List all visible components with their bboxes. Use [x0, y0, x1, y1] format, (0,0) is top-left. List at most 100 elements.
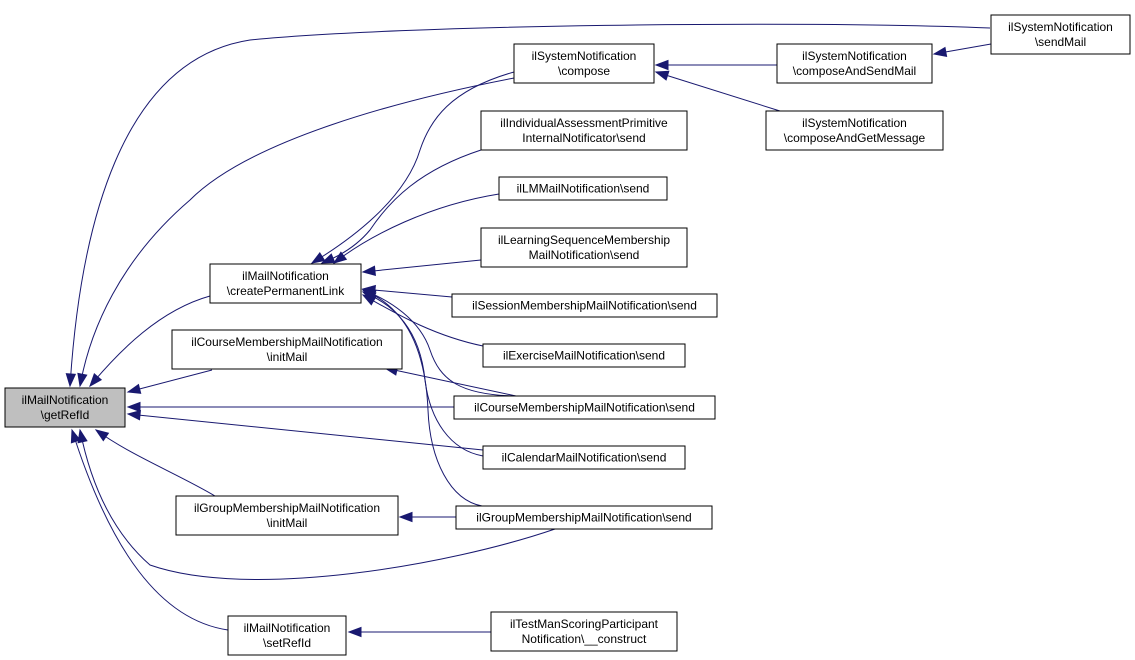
nodes-layer: ilMailNotification\getRefIdilMailNotific… [4, 14, 1131, 656]
node-box [990, 14, 1131, 55]
node-label-line: \composeAndSendMail [793, 64, 916, 78]
edge-sysSendMail-to-getRefId [65, 23, 991, 388]
node-box [480, 110, 688, 151]
node-box [498, 176, 668, 201]
node-courseInitMail[interactable]: ilCourseMembershipMailNotification\initM… [171, 329, 403, 370]
node-composeAndGetMessage[interactable]: ilSystemNotification\composeAndGetMessag… [765, 110, 944, 151]
node-lsSend[interactable]: ilLearningSequenceMembershipMailNotifica… [480, 227, 688, 268]
node-label-line: \composeAndGetMessage [784, 131, 926, 145]
node-box [455, 505, 713, 530]
arrowhead-icon [70, 428, 81, 444]
node-sessionSend[interactable]: ilSessionMembershipMailNotification\send [451, 293, 718, 318]
node-box [209, 263, 362, 304]
node-calendarSend[interactable]: ilCalendarMailNotification\send [482, 445, 686, 470]
edge-groupInitMail-to-getRefId [94, 429, 216, 497]
node-label-line: ilExerciseMailNotification\send [503, 349, 665, 363]
node-courseSend[interactable]: ilCourseMembershipMailNotification\send [453, 395, 716, 420]
arrowhead-icon [77, 428, 88, 444]
arrowhead-icon [654, 59, 669, 71]
edge-sysCompose-to-createPermanentLink [310, 71, 515, 264]
node-box [171, 329, 403, 370]
arrowhead-icon [89, 373, 103, 388]
node-setRefId[interactable]: ilMailNotification\setRefId [227, 615, 347, 656]
edge-line [79, 429, 556, 580]
edge-setRefId-to-getRefId [70, 428, 229, 631]
arrowhead-icon [126, 401, 141, 413]
edge-line [71, 429, 229, 631]
edge-line [79, 77, 515, 387]
node-label-line: \getRefId [41, 408, 90, 422]
edge-line [321, 149, 482, 264]
node-label-line: ilSystemNotification [532, 49, 637, 63]
node-label-line: ilMailNotification [244, 621, 331, 635]
node-box [482, 343, 686, 368]
edge-groupSend-to-groupInitMail [398, 511, 456, 523]
arrowhead-icon [398, 511, 413, 523]
edge-calendarSend-to-getRefId [126, 410, 484, 451]
node-sysSendMail[interactable]: ilSystemNotification\sendMail [990, 14, 1131, 55]
node-groupInitMail[interactable]: ilGroupMembershipMailNotification\initMa… [175, 495, 399, 536]
node-exerciseSend[interactable]: ilExerciseMailNotification\send [482, 343, 686, 368]
arrowhead-icon [361, 289, 377, 300]
arrowhead-icon [126, 383, 142, 394]
edge-line [311, 71, 515, 264]
node-box [513, 43, 655, 84]
node-testConstruct[interactable]: ilTestManScoringParticipantNotification\… [490, 611, 678, 652]
node-box [4, 387, 126, 428]
edge-line [127, 413, 484, 451]
node-label-line: \sendMail [1035, 35, 1086, 49]
edge-line [362, 288, 453, 298]
arrowhead-icon [77, 372, 88, 388]
edge-line [655, 71, 781, 112]
arrowhead-icon [932, 46, 948, 58]
node-label-line: ilGroupMembershipMailNotification\send [476, 511, 691, 525]
node-label-line: ilCalendarMailNotification\send [502, 451, 667, 465]
node-groupSend[interactable]: ilGroupMembershipMailNotification\send [455, 505, 713, 530]
node-label-line: ilLMMailNotification\send [517, 182, 650, 196]
edge-line [127, 369, 213, 393]
edge-composeAndGetMessage-to-sysCompose [654, 70, 781, 112]
node-getRefId[interactable]: ilMailNotification\getRefId [4, 387, 126, 428]
edge-lmSend-to-createPermanentLink [332, 193, 500, 264]
arrowhead-icon [320, 253, 336, 264]
node-label-line: \createPermanentLink [227, 284, 345, 298]
node-label-line: \initMail [267, 516, 308, 530]
node-label-line: InternalNotificator\send [522, 131, 645, 145]
node-composeAndSendMail[interactable]: ilSystemNotification\composeAndSendMail [776, 43, 933, 84]
arrowhead-icon [126, 410, 141, 421]
node-label-line: ilMailNotification [242, 269, 329, 283]
node-label-line: ilTestManScoringParticipant [510, 617, 659, 631]
edge-line [95, 429, 216, 497]
node-box [227, 615, 347, 656]
node-box [765, 110, 944, 151]
edge-createPermanentLink-to-getRefId [89, 295, 211, 388]
arrowhead-icon [654, 70, 670, 81]
node-sysCompose[interactable]: ilSystemNotification\compose [513, 43, 655, 84]
node-label-line: ilIndividualAssessmentPrimitive [500, 116, 668, 130]
edge-line [384, 367, 517, 397]
edge-individualSend-to-createPermanentLink [320, 149, 482, 264]
node-lmSend[interactable]: ilLMMailNotification\send [498, 176, 668, 201]
node-label-line: ilCourseMembershipMailNotification [191, 335, 382, 349]
node-label-line: MailNotification\send [529, 248, 640, 262]
node-createPermanentLink[interactable]: ilMailNotification\createPermanentLink [209, 263, 362, 304]
edge-line [362, 289, 517, 397]
edge-lsSend-to-createPermanentLink [361, 259, 482, 276]
edge-courseSend-to-getRefId [126, 401, 454, 413]
arrowhead-icon [65, 373, 77, 388]
node-box [482, 445, 686, 470]
node-label-line: \compose [558, 64, 610, 78]
node-box [453, 395, 716, 420]
arrowhead-icon [94, 429, 110, 442]
edge-line [89, 295, 211, 387]
edge-composeAndSendMail-to-sysCompose [654, 59, 777, 71]
node-label-line: ilGroupMembershipMailNotification [194, 501, 380, 515]
edge-line [333, 193, 500, 264]
node-individualSend[interactable]: ilIndividualAssessmentPrimitiveInternalN… [480, 110, 688, 151]
node-box [490, 611, 678, 652]
arrowhead-icon [347, 626, 362, 638]
node-label-line: ilCourseMembershipMailNotification\send [474, 401, 695, 415]
edge-line [69, 23, 991, 387]
arrowhead-icon [310, 252, 326, 264]
